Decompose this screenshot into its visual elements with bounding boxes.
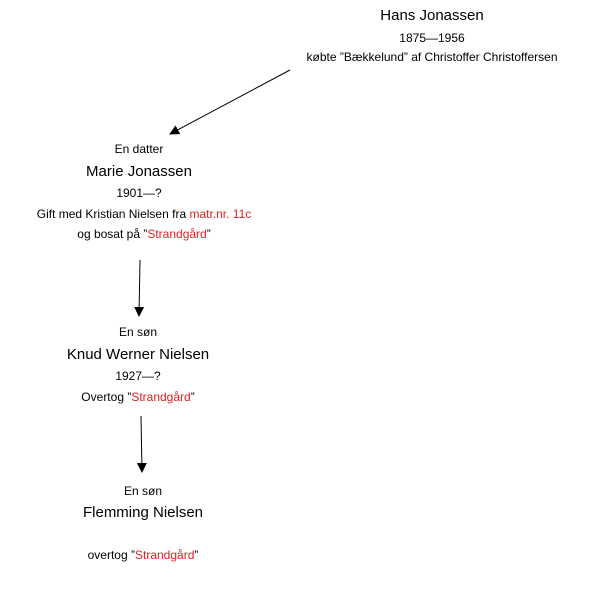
strandgaard-link[interactable]: Strandgård [147,227,207,241]
note-text: overtog ” [87,548,135,562]
note-text: og bosat på ” [77,227,148,241]
person-note-line-2: og bosat på ”Strandgård” [77,227,210,241]
note-text-end: ” [190,390,195,404]
person-note: købte ”Bækkelund” af Christoffer Christo… [306,50,558,64]
strandgaard-link[interactable]: Strandgård [134,548,195,562]
matr-link[interactable]: matr.nr. 11c [189,207,252,221]
person-name: Marie Jonassen [86,163,192,180]
person-years: 1927—? [115,369,161,383]
relation-label: En søn [118,325,158,339]
person-years: 1901—? [116,186,162,200]
person-note: overtog ”Strandgård” [88,548,199,562]
note-text: Overtog ” [81,390,132,404]
note-text-end: ” [194,548,199,562]
person-name: Knud Werner Nielsen [66,346,210,363]
arrow-marie-to-knud [134,259,145,317]
strandgaard-link[interactable]: Strandgård [131,390,191,404]
note-text-end: ” [206,227,211,241]
person-name: Flemming Nielsen [82,504,204,521]
arrow-knud-to-flemming [136,415,147,473]
relation-label: En søn [123,484,163,498]
person-note: Overtog ”Strandgård” [81,390,194,404]
arrow-hans-to-marie [169,69,291,135]
relation-label: En datter [114,142,164,156]
person-note-line-1: Gift med Kristian Nielsen fra matr.nr. 1… [37,207,252,221]
note-text: Gift med Kristian Nielsen fra [36,207,190,221]
person-name: Hans Jonassen [380,7,484,24]
person-years: 1875—1956 [399,31,465,45]
